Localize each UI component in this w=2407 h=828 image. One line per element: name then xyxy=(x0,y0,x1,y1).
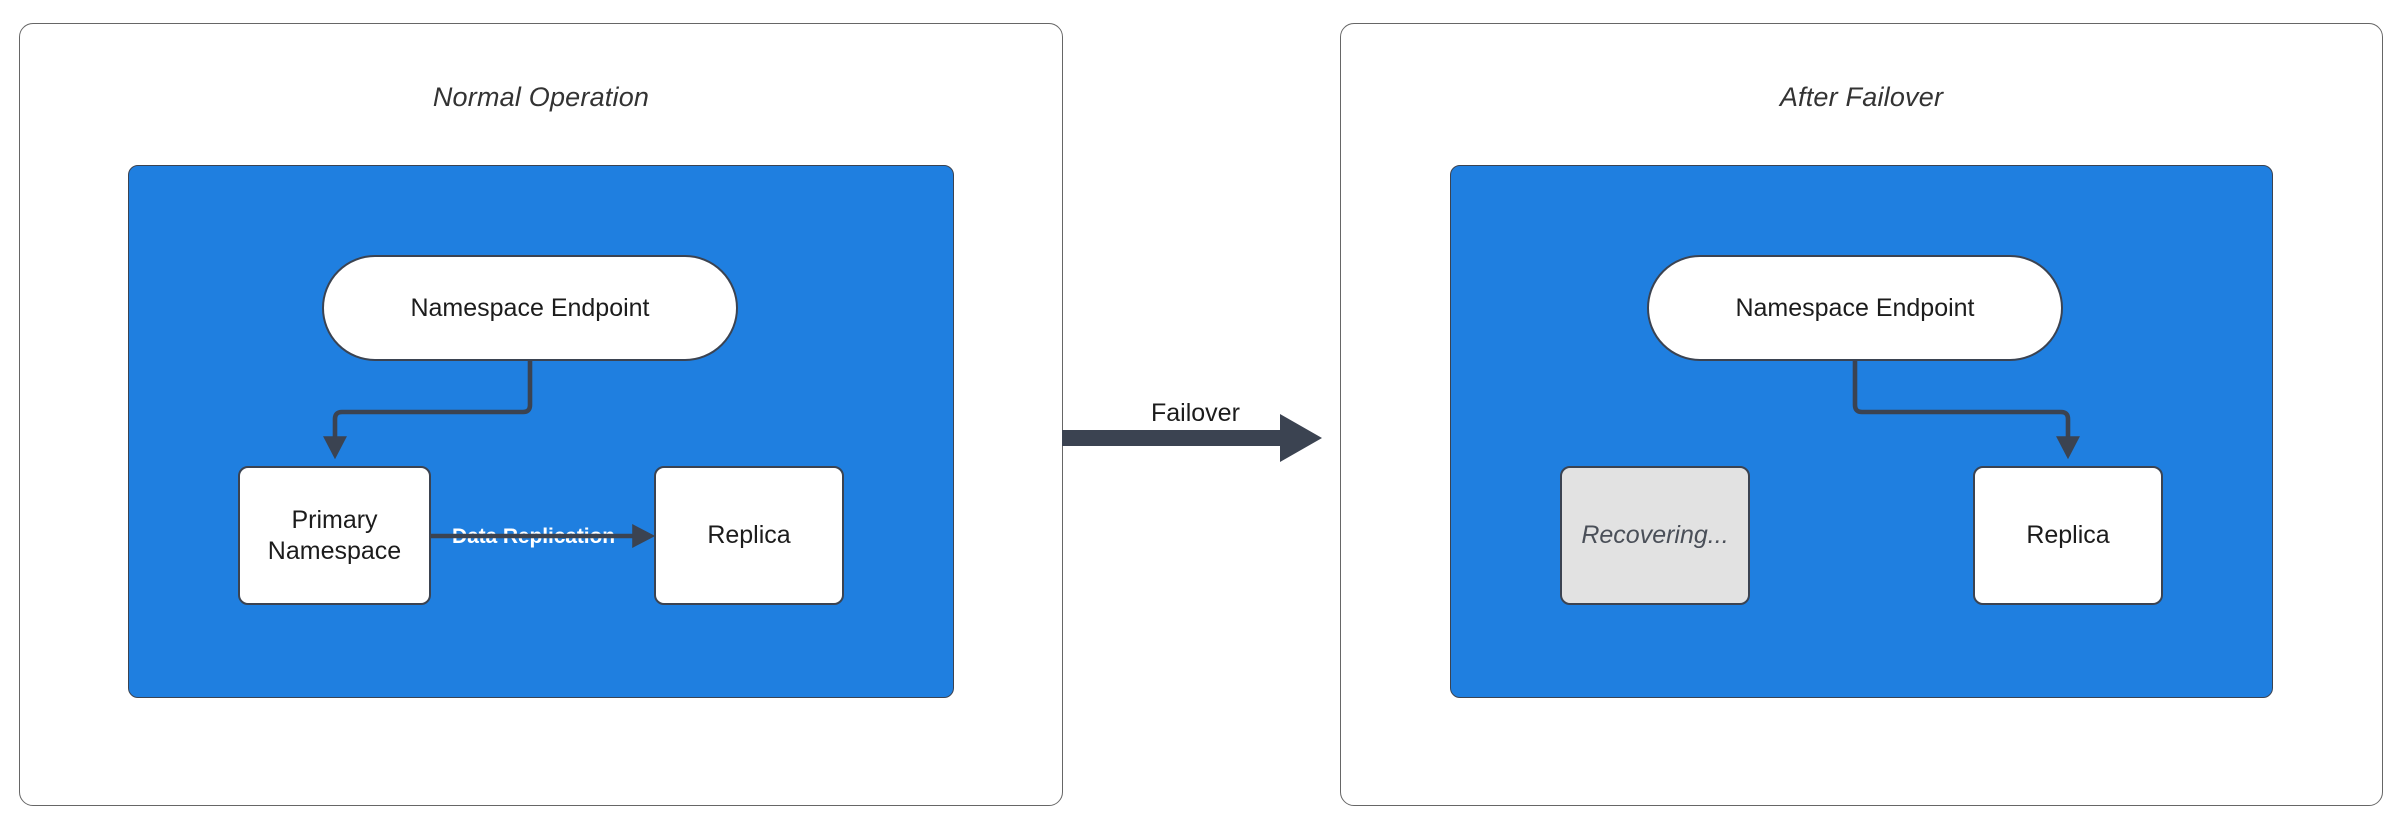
node-namespace-endpoint-right[interactable]: Namespace Endpoint xyxy=(1647,255,2063,361)
edge-label-data-replication: Data Replication xyxy=(452,525,615,548)
node-label-line2: Namespace xyxy=(267,536,402,565)
node-label: Namespace Endpoint xyxy=(410,293,650,322)
panel-title-normal-operation: Normal Operation xyxy=(432,82,650,112)
node-label: Recovering... xyxy=(1581,521,1729,550)
failover-transition-label: Failover xyxy=(1151,399,1240,427)
node-label-line1: Primary xyxy=(291,506,378,534)
panel-title-after-failover: After Failover xyxy=(1779,82,1944,112)
node-replica-right[interactable]: Replica xyxy=(1973,466,2163,605)
cluster-normal-operation xyxy=(128,165,954,698)
cluster-after-failover xyxy=(1450,165,2273,698)
node-label: Namespace Endpoint xyxy=(1735,293,1975,322)
node-namespace-endpoint-left[interactable]: Namespace Endpoint xyxy=(322,255,738,361)
node-label: Replica xyxy=(2026,521,2110,550)
node-replica-left[interactable]: Replica xyxy=(654,466,844,605)
node-recovering-namespace[interactable]: Recovering... xyxy=(1560,466,1750,605)
node-label: Replica xyxy=(707,521,791,550)
